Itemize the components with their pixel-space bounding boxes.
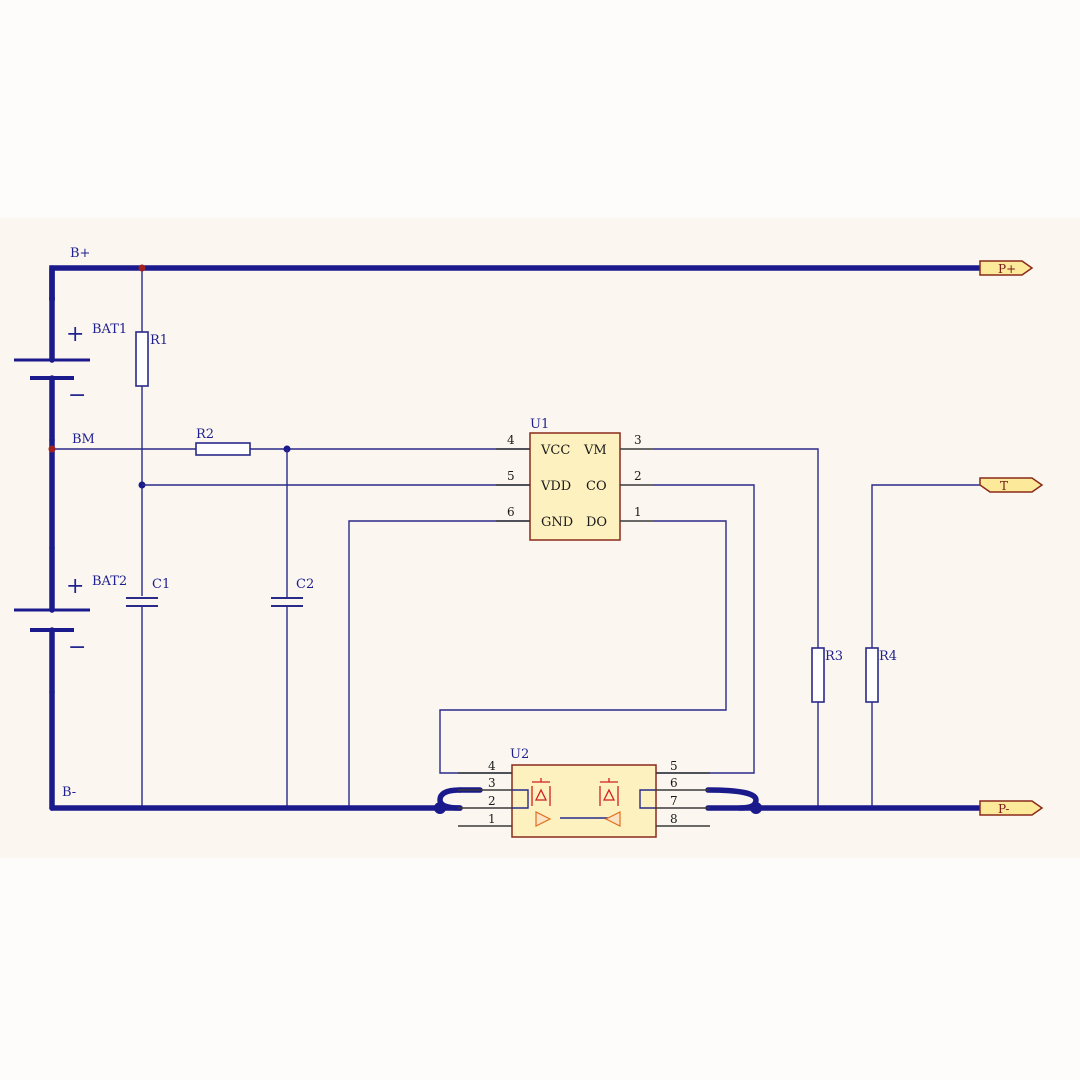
u1-pin-vdd: VDD xyxy=(540,479,571,494)
mosfet-q1-icon xyxy=(531,778,552,827)
port-t: T xyxy=(979,477,1044,493)
u2-pin3-num: 3 xyxy=(488,776,496,790)
resistor-r3 xyxy=(811,647,825,703)
port-t-label: T xyxy=(1000,479,1008,493)
r3-label: R3 xyxy=(825,649,843,664)
p-minus-junction xyxy=(750,802,762,814)
r1-top-junction xyxy=(138,264,146,272)
bm-junction xyxy=(48,445,56,453)
resistor-r2 xyxy=(195,442,251,456)
port-p-plus: P+ xyxy=(979,260,1034,276)
u1-pin6-num: 6 xyxy=(507,505,515,519)
port-p-minus: P- xyxy=(979,800,1044,816)
bat2-minus: − xyxy=(68,635,86,660)
b-minus-to-u2 xyxy=(437,787,463,811)
u2-label: U2 xyxy=(510,747,529,762)
r2-label: R2 xyxy=(196,427,214,442)
b-minus-junction xyxy=(434,802,446,814)
u2-pin1-num: 1 xyxy=(488,812,496,826)
bat1-label: BAT1 xyxy=(92,322,127,337)
u1-pin4-num: 4 xyxy=(507,433,515,447)
u1-pin5-num: 5 xyxy=(507,469,515,483)
u1-pin-gnd: GND xyxy=(541,515,573,530)
r4-label: R4 xyxy=(879,649,897,664)
r1-label: R1 xyxy=(150,333,168,348)
bat2-plus: + xyxy=(66,574,84,599)
battery-bat2: + BAT2 − xyxy=(14,545,127,695)
t-wire xyxy=(871,484,980,648)
mosfet-q2-icon xyxy=(599,778,621,827)
u2-pin5-num: 5 xyxy=(670,759,678,773)
bat1-minus: − xyxy=(68,383,86,408)
u1-label: U1 xyxy=(530,417,549,432)
resistor-r1 xyxy=(135,331,149,387)
battery-bat1: + BAT1 − xyxy=(14,265,127,443)
bat2-label: BAT2 xyxy=(92,574,127,589)
u1-pin-do: DO xyxy=(586,515,607,530)
b-minus-label: B- xyxy=(62,785,76,800)
u2-pin4-num: 4 xyxy=(488,759,496,773)
u2-pin7-num: 7 xyxy=(670,794,678,808)
do-wire xyxy=(439,520,727,774)
ic-u1 xyxy=(496,432,654,541)
u1-pin-co: CO xyxy=(586,479,607,494)
port-p-plus-label: P+ xyxy=(998,262,1016,276)
b-plus-label: B+ xyxy=(70,246,90,261)
port-p-minus-label: P- xyxy=(998,802,1009,816)
u1-pin3-num: 3 xyxy=(634,433,642,447)
resistor-r4 xyxy=(865,647,879,703)
u2-pin8-num: 8 xyxy=(670,812,678,826)
c1-label: C1 xyxy=(152,577,170,592)
u1-pin1-num: 1 xyxy=(634,505,642,519)
u1-pin2-num: 2 xyxy=(634,469,642,483)
u1-pin-vcc: VCC xyxy=(540,443,570,458)
u1-pin-vm: VM xyxy=(583,443,607,458)
gnd-wire xyxy=(348,520,530,808)
bat1-plus: + xyxy=(66,322,84,347)
u2-pin2-num: 2 xyxy=(488,794,496,808)
bm-label: BM xyxy=(72,432,95,447)
vm-wire xyxy=(654,448,819,648)
u2-pin6-num: 6 xyxy=(670,776,678,790)
c2-label: C2 xyxy=(296,577,314,592)
